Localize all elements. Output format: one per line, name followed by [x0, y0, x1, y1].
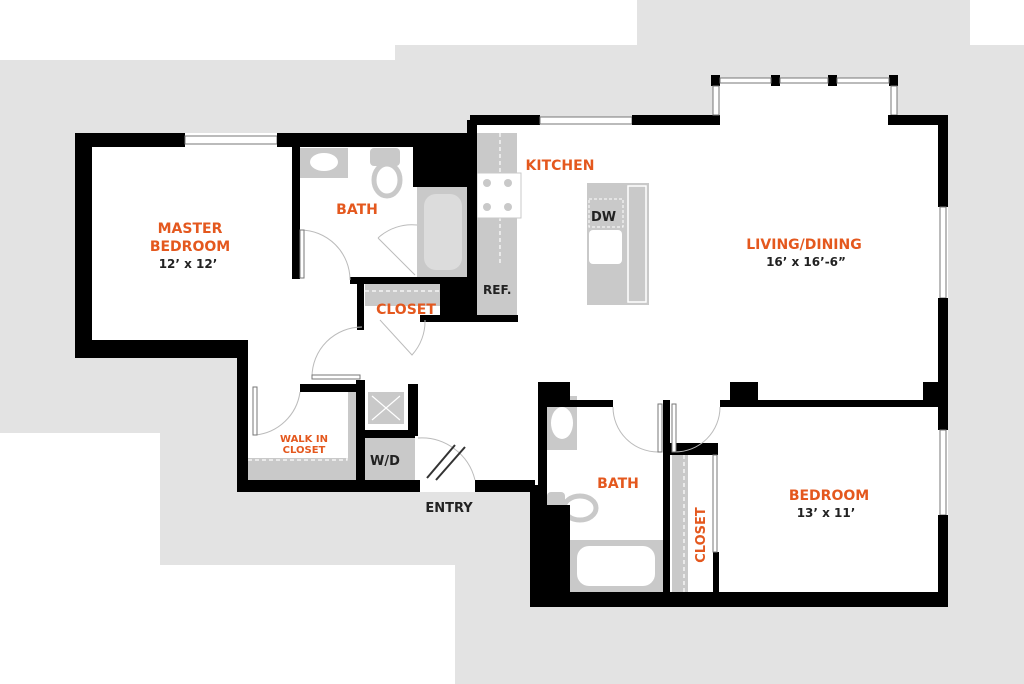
sink-icon [551, 407, 573, 439]
bedroom-label: BEDROOM [789, 488, 869, 504]
bedroom-size: 13’ x 11’ [797, 506, 856, 520]
island-sink-icon [589, 230, 622, 264]
living-dining-size: 16’ x 16’-6” [766, 255, 846, 269]
refrigerator-label: REF. [483, 283, 511, 297]
closet2-label: CLOSET [694, 507, 709, 563]
door-hall-closet[interactable] [379, 319, 426, 356]
kitchen-label: KITCHEN [526, 158, 595, 174]
toilet-tank [370, 148, 400, 166]
door-closet2[interactable] [712, 454, 718, 553]
bath2-label: BATH [597, 476, 639, 492]
living-dining-label: LIVING/DINING [746, 237, 861, 253]
door-walk-in-closet[interactable] [254, 391, 301, 436]
walk-in-closet-label-2: CLOSET [283, 445, 326, 456]
refrigerator [477, 265, 517, 317]
room-labels: MASTER BEDROOM 12’ x 12’ BATH CLOSET WAL… [150, 158, 869, 563]
fixtures: REF. DW W/D [248, 133, 688, 592]
walls [75, 75, 948, 607]
entry-label: ENTRY [425, 501, 473, 516]
master-bath-label: BATH [336, 202, 378, 218]
master-bedroom-label-2: BEDROOM [150, 239, 230, 255]
washer-dryer [365, 438, 415, 480]
closet2-shelf [672, 455, 688, 592]
dishwasher-label: DW [591, 210, 616, 225]
sink-icon [310, 153, 338, 171]
toilet-icon [371, 161, 403, 199]
doors[interactable] [252, 224, 721, 553]
hall-closet-label: CLOSET [376, 302, 436, 318]
door-master-bedroom[interactable] [311, 326, 363, 378]
closet-shelf [365, 284, 440, 306]
master-bedroom-size: 12’ x 12’ [159, 257, 218, 271]
washer-dryer-label: W/D [370, 454, 400, 469]
walk-in-closet-label: WALK IN [280, 434, 328, 445]
master-bedroom-label: MASTER [158, 221, 223, 237]
door-bath2[interactable] [612, 406, 659, 453]
door-laundry[interactable] [417, 437, 476, 481]
bathtub-master [417, 187, 469, 277]
cooktop-icon [476, 172, 522, 219]
door-master-tub[interactable] [377, 224, 418, 276]
door-bedroom[interactable] [674, 406, 721, 453]
door-master-bath[interactable] [299, 229, 351, 281]
